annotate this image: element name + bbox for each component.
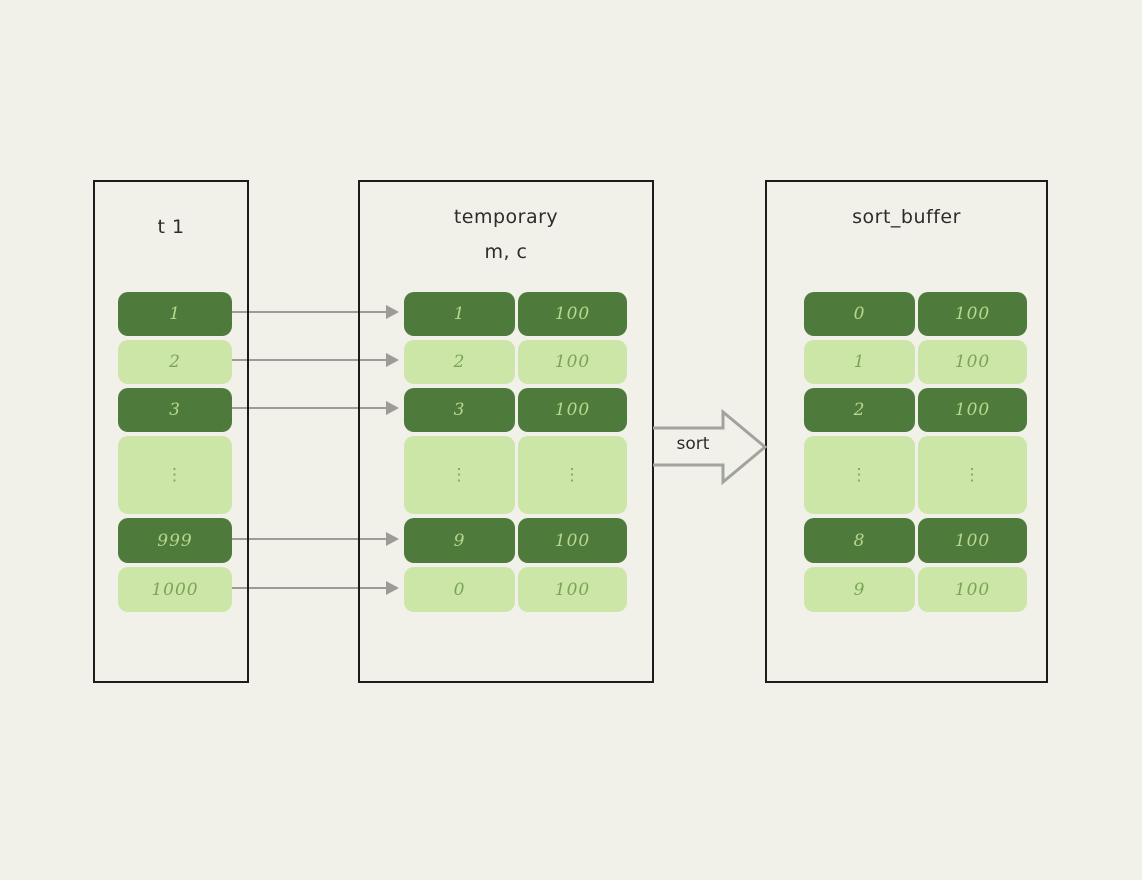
cell-t1-row0-col0: 1 (118, 292, 232, 336)
cell-temporary-row3-col0: ⋮ (404, 436, 515, 514)
box-t1-title: t 1 (95, 210, 247, 245)
cell-t1-row3-col0: ⋮ (118, 436, 232, 514)
cell-t1-row4-col0: 999 (118, 518, 232, 563)
cell-temporary-row1-col1: 100 (518, 340, 627, 384)
cell-temporary-row4-col0: 9 (404, 518, 515, 563)
cell-temporary-row2-col0: 3 (404, 388, 515, 432)
connector-line-row1 (229, 359, 386, 361)
connector-line-row5 (229, 586, 386, 589)
connector-arrowhead-icon-row1 (386, 353, 399, 367)
cell-sort-buffer-row1-col1: 100 (918, 340, 1027, 384)
cell-sort-buffer-row2-col0: 2 (804, 388, 915, 432)
cell-temporary-row5-col1: 100 (518, 567, 627, 612)
cell-temporary-row5-col0: 0 (404, 567, 515, 612)
sort-arrow-icon (653, 408, 768, 486)
box-temporary-title-line2: m, c (484, 241, 528, 263)
cell-sort-buffer-row4-col0: 8 (804, 518, 915, 563)
box-t1-title-line: t 1 (157, 216, 185, 238)
cell-temporary-row0-col1: 100 (518, 292, 627, 336)
sort-arrow-label: sort (676, 434, 710, 454)
cell-temporary-row1-col0: 2 (404, 340, 515, 384)
connector-arrowhead-icon-row4 (386, 531, 399, 546)
cell-sort-buffer-row3-col0: ⋮ (804, 436, 915, 514)
connector-arrowhead-icon-row0 (386, 305, 399, 319)
connector-line-row4 (229, 537, 386, 540)
cell-sort-buffer-row2-col1: 100 (918, 388, 1027, 432)
cell-sort-buffer-row0-col1: 100 (918, 292, 1027, 336)
cell-sort-buffer-row5-col0: 9 (804, 567, 915, 612)
connector-arrowhead-icon-row2 (386, 401, 399, 415)
connector-line-row2 (229, 407, 386, 409)
box-sort-buffer-title: sort_buffer (767, 200, 1046, 235)
connector-arrowhead-icon-row5 (386, 580, 399, 595)
box-temporary-title-line1: temporary (453, 206, 559, 228)
cell-t1-row2-col0: 3 (118, 388, 232, 432)
cell-temporary-row4-col1: 100 (518, 518, 627, 563)
cell-t1-row5-col0: 1000 (118, 567, 232, 612)
cell-sort-buffer-row4-col1: 100 (918, 518, 1027, 563)
cell-temporary-row3-col1: ⋮ (518, 436, 627, 514)
cell-temporary-row0-col0: 1 (404, 292, 515, 336)
cell-t1-row1-col0: 2 (118, 340, 232, 384)
connector-line-row0 (229, 311, 386, 313)
box-temporary-title: temporary m, c (360, 200, 652, 270)
box-sort-buffer-title-line: sort_buffer (852, 206, 961, 228)
cell-sort-buffer-row5-col1: 100 (918, 567, 1027, 612)
cell-temporary-row2-col1: 100 (518, 388, 627, 432)
cell-sort-buffer-row1-col0: 1 (804, 340, 915, 384)
cell-sort-buffer-row3-col1: ⋮ (918, 436, 1027, 514)
cell-sort-buffer-row0-col0: 0 (804, 292, 915, 336)
